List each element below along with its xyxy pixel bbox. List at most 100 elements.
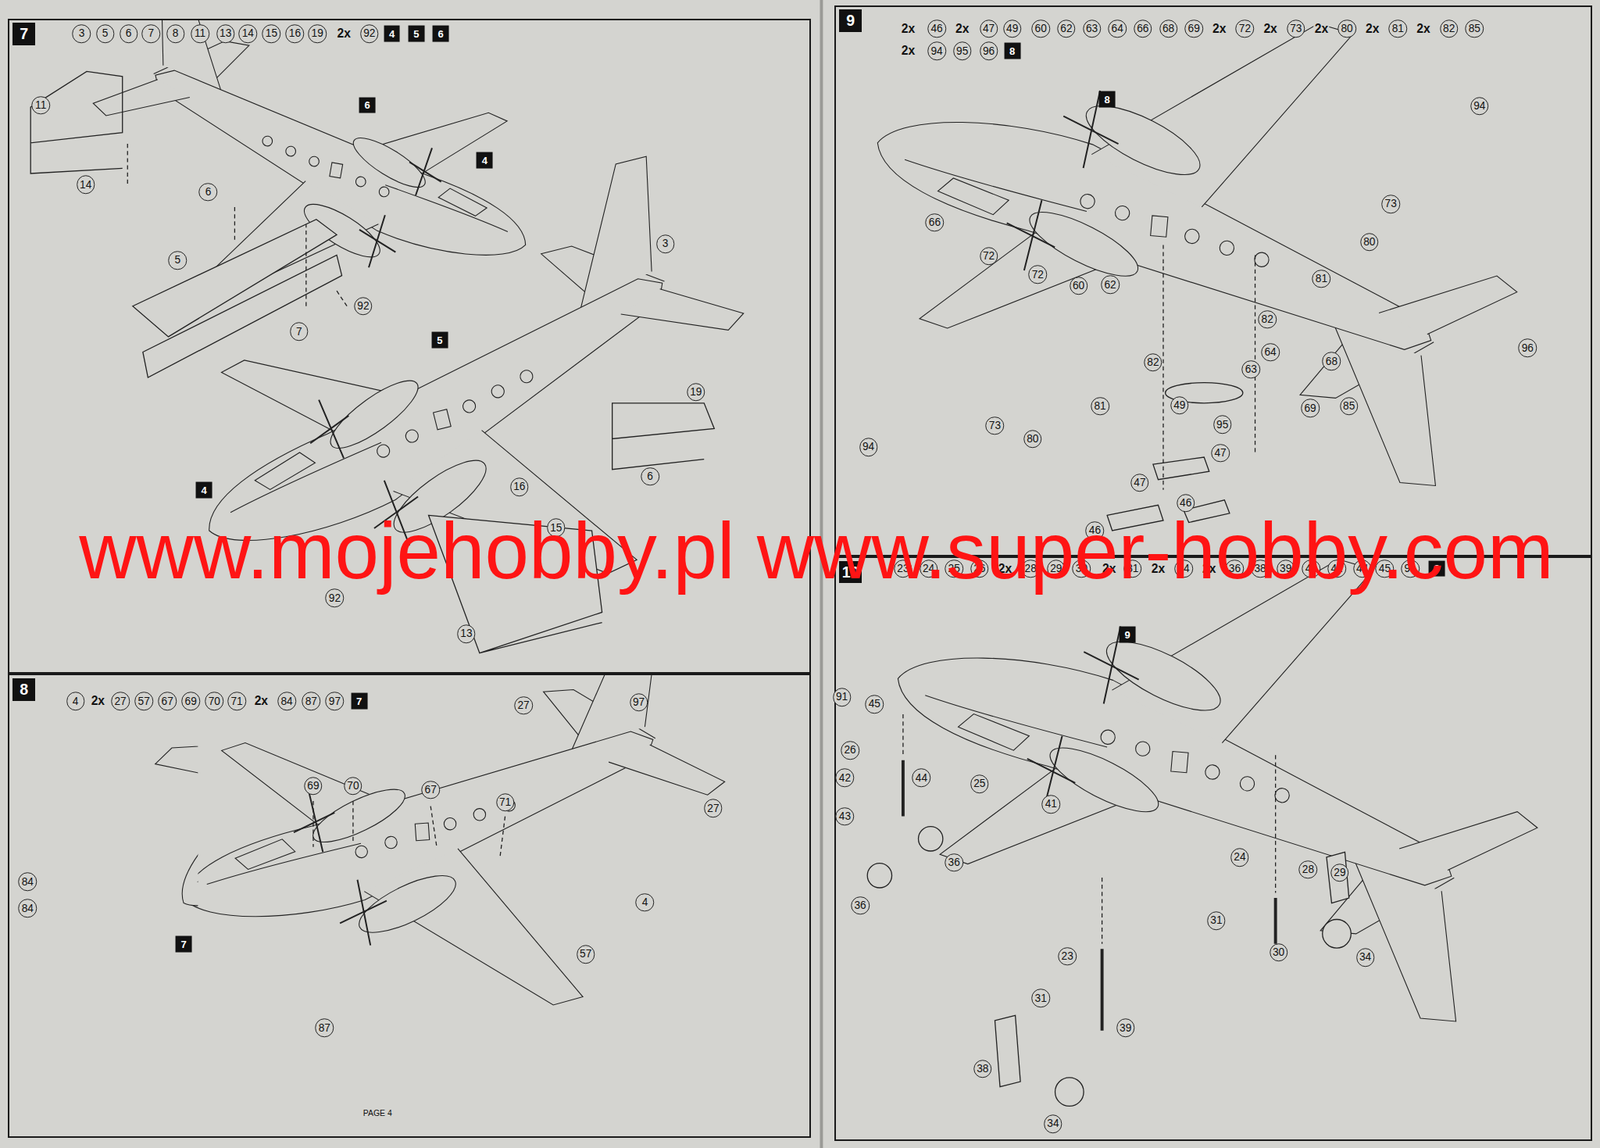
callout-number: 71 — [496, 792, 515, 812]
line-art — [852, 6, 1540, 492]
callout-number: 49 — [1170, 396, 1190, 415]
callout-number: 16 — [510, 477, 529, 497]
callout-number: 34 — [1043, 1114, 1063, 1133]
callout-number: 11 — [190, 24, 210, 43]
callout-number: 73 — [1286, 19, 1306, 39]
callout-number: 43 — [835, 807, 855, 826]
callout-number: 23 — [1057, 946, 1077, 966]
callout-number: 82 — [1439, 19, 1459, 39]
callout-number: 5 — [168, 250, 188, 270]
callout-number: 64 — [1260, 342, 1280, 362]
assembly-ref: 4 — [476, 152, 493, 169]
callout-number: 80 — [1337, 19, 1357, 39]
callout-number: 4 — [635, 892, 655, 912]
callout-number: 70 — [205, 692, 225, 711]
step-number: 7 — [12, 22, 36, 46]
callout-number: 68 — [1159, 19, 1179, 39]
callout-number: 80 — [1360, 232, 1379, 252]
page-number: PAGE 4 — [361, 1107, 394, 1117]
callout-number: 69 — [181, 692, 200, 711]
callout-number: 27 — [703, 799, 723, 818]
callout-number: 94 — [1470, 96, 1490, 116]
line-art — [903, 714, 1276, 944]
callout-number: 5 — [96, 24, 115, 43]
callout-number: 36 — [944, 853, 964, 872]
callout-number: 95 — [1213, 415, 1233, 435]
quantity-mark: 2x — [1262, 21, 1278, 36]
callout-number: 15 — [262, 24, 282, 43]
step-9-art — [852, 6, 1540, 531]
step-panel: 10 — [834, 556, 1592, 1141]
quantity-mark: 2x — [954, 21, 970, 36]
callout-number: 69 — [1184, 19, 1204, 39]
callout-number: 6 — [640, 467, 660, 486]
callout-number: 6 — [199, 182, 218, 202]
step-number: 9 — [839, 9, 862, 33]
step-8-art — [68, 674, 740, 1030]
callout-number: 30 — [1269, 942, 1289, 962]
callout-number: 85 — [1465, 19, 1485, 39]
callout-number: 85 — [1339, 396, 1359, 416]
callout-number: 13 — [457, 624, 476, 643]
assembly-ref: 9 — [1119, 626, 1136, 643]
callout-number: 71 — [227, 692, 247, 711]
callout-number: 16 — [285, 24, 305, 43]
callout-number: 60 — [1069, 276, 1089, 296]
callout-number: 41 — [1042, 794, 1061, 814]
callout-number: 13 — [216, 24, 236, 43]
line-art — [903, 760, 1276, 1031]
quantity-mark: 2x — [900, 43, 916, 58]
line-art — [127, 142, 347, 307]
callout-number: 73 — [985, 416, 1005, 436]
callout-number: 66 — [925, 213, 945, 233]
step-number: 8 — [12, 678, 36, 701]
callout-number: 92 — [360, 24, 379, 43]
callout-number: 7 — [142, 24, 161, 43]
callout-number: 87 — [315, 1018, 335, 1038]
callout-number: 94 — [927, 42, 947, 61]
quantity-mark: 2x — [335, 26, 351, 41]
callout-number: 31 — [1207, 910, 1226, 930]
callout-number: 62 — [1100, 275, 1120, 295]
line-art — [166, 674, 740, 1030]
callout-number: 84 — [18, 899, 38, 918]
callout-number: 29 — [1330, 863, 1350, 883]
quantity-mark: 2x — [253, 693, 269, 708]
assembly-ref: 5 — [407, 25, 425, 43]
assembly-ref: 8 — [1099, 90, 1116, 108]
quantity-mark: 2x — [900, 21, 916, 36]
callout-number: 96 — [979, 42, 999, 61]
callout-number: 64 — [1107, 19, 1127, 39]
line-art — [68, 714, 199, 980]
callout-number: 81 — [1389, 19, 1408, 39]
callout-number: 3 — [72, 24, 92, 43]
callout-number: 4 — [66, 692, 86, 711]
callout-number: 80 — [1023, 429, 1043, 449]
callout-number: 8 — [166, 24, 186, 43]
callout-number: 39 — [1116, 1018, 1136, 1038]
quantity-mark: 2x — [1314, 21, 1329, 36]
watermark: www.mojehobby.pl www.super-hobby.com — [78, 505, 1554, 597]
step-panel: 8 — [7, 673, 811, 1138]
callout-number: 31 — [1031, 989, 1050, 1008]
callout-number: 67 — [157, 692, 177, 711]
callout-number: 34 — [1356, 947, 1375, 967]
callout-number: 28 — [1299, 860, 1318, 879]
callout-number: 84 — [277, 692, 297, 711]
callout-number: 47 — [979, 19, 999, 39]
callout-number: 69 — [303, 776, 323, 796]
assembly-ref: 7 — [175, 935, 193, 953]
callout-number: 24 — [1230, 847, 1250, 867]
callout-number: 70 — [343, 776, 363, 796]
callout-number: 60 — [1031, 19, 1050, 39]
callout-number: 27 — [110, 692, 130, 711]
step-10-art — [867, 557, 1560, 1107]
callout-number: 97 — [325, 692, 345, 711]
callout-number: 66 — [1133, 19, 1153, 39]
callout-number: 81 — [1312, 269, 1332, 289]
assembly-ref: 6 — [359, 96, 376, 114]
assembly-ref: 8 — [1003, 42, 1021, 60]
callout-number: 45 — [865, 694, 885, 714]
callout-number: 91 — [832, 687, 852, 707]
step-panel: 9 — [834, 5, 1592, 557]
